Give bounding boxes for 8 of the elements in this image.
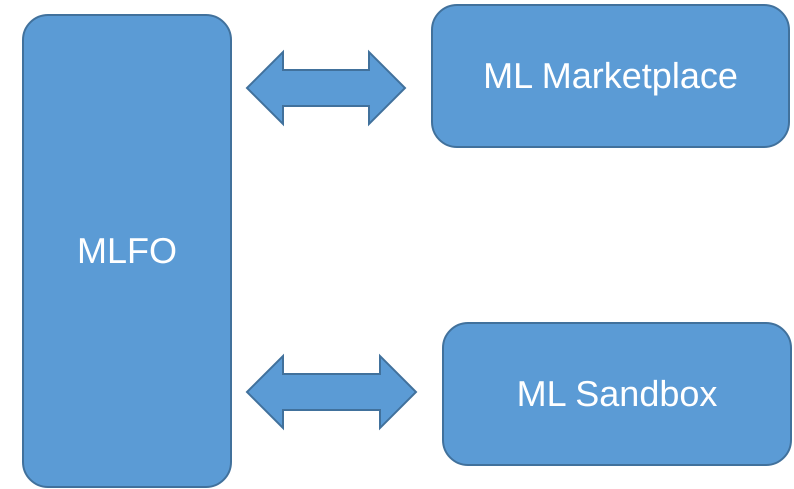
process-box bbox=[22, 14, 232, 488]
process-box bbox=[442, 322, 792, 466]
box-label: ML Sandbox bbox=[516, 372, 718, 416]
process-box bbox=[431, 4, 790, 148]
box-label: ML Marketplace bbox=[483, 54, 738, 98]
box-label: MLFO bbox=[76, 228, 177, 273]
double-block-arrow bbox=[246, 354, 418, 430]
double-block-arrow bbox=[246, 50, 406, 126]
